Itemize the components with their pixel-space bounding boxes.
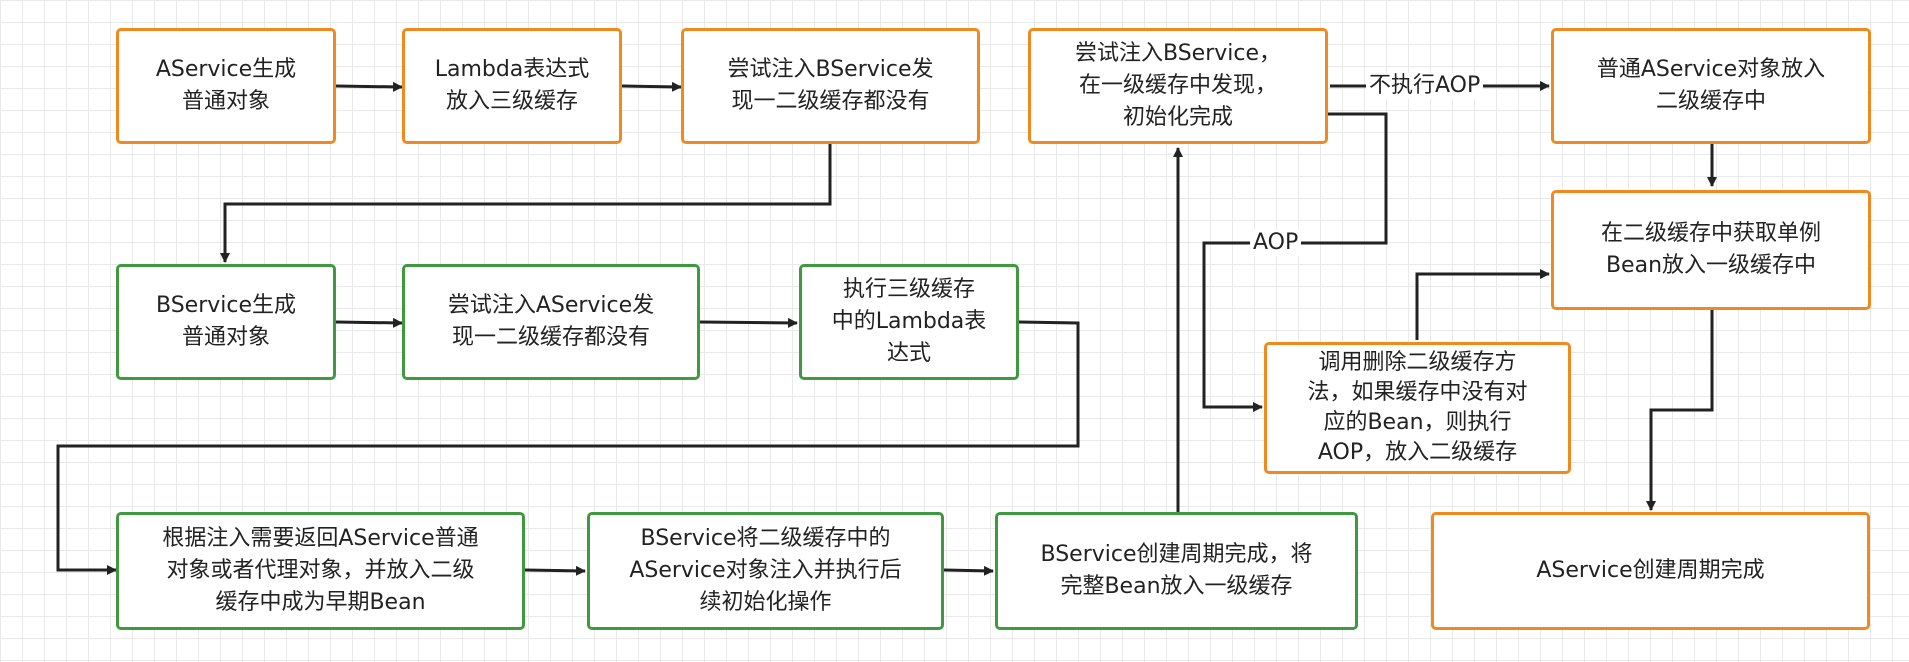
- node-try-inject-aservice: 尝试注入AService发 现一二级缓存都没有: [402, 264, 700, 380]
- node-exec-lambda: 执行三级缓存 中的Lambda表 达式: [799, 264, 1019, 380]
- edge-exec-lambda-to-return-a: [56, 320, 1080, 575]
- edge-label-no-aop: 不执行AOP: [1366, 73, 1484, 99]
- node-lambda-third-cache: Lambda表达式 放入三级缓存: [402, 28, 622, 144]
- edge-try-inject-b-to-b-create: [220, 144, 832, 263]
- node-bservice-found-l1: 尝试注入BService， 在一级缓存中发现， 初始化完成: [1028, 28, 1328, 144]
- node-aservice-create: AService生成 普通对象: [116, 28, 336, 144]
- edge-label-aop: AOP: [1250, 230, 1302, 256]
- edge-lambda-to-try-inject-b: [621, 81, 682, 92]
- node-bservice-create: BService生成 普通对象: [116, 264, 336, 380]
- node-aservice-done: AService创建周期完成: [1431, 512, 1870, 630]
- edge-return-a-to-b-inject-a: [524, 565, 586, 576]
- edge-a-create-to-lambda: [335, 81, 403, 92]
- edge-b-create-to-try-inject-a: [335, 317, 403, 328]
- edge-b-inject-a-to-b-done: [943, 565, 994, 576]
- edge-try-inject-a-to-exec-lambda: [699, 317, 798, 328]
- edge-call-remove-to-get-l2: [1415, 269, 1550, 340]
- node-bservice-done: BService创建周期完成，将 完整Bean放入一级缓存: [995, 512, 1358, 630]
- node-try-inject-bservice: 尝试注入BService发 现一二级缓存都没有: [681, 28, 980, 144]
- edge-get-l2-to-a-done: [1646, 310, 1714, 511]
- node-plain-aservice-to-l2: 普通AService对象放入 二级缓存中: [1551, 28, 1871, 144]
- node-return-aservice: 根据注入需要返回AService普通 对象或者代理对象，并放入二级 缓存中成为早…: [116, 512, 525, 630]
- node-get-singleton-from-l2: 在二级缓存中获取单例 Bean放入一级缓存中: [1551, 190, 1871, 310]
- node-call-remove-l2: 调用删除二级缓存方 法，如果缓存中没有对 应的Bean，则执行 AOP，放入二级…: [1264, 342, 1571, 474]
- node-bservice-inject-aservice: BService将二级缓存中的 AService对象注入并执行后 续初始化操作: [587, 512, 944, 630]
